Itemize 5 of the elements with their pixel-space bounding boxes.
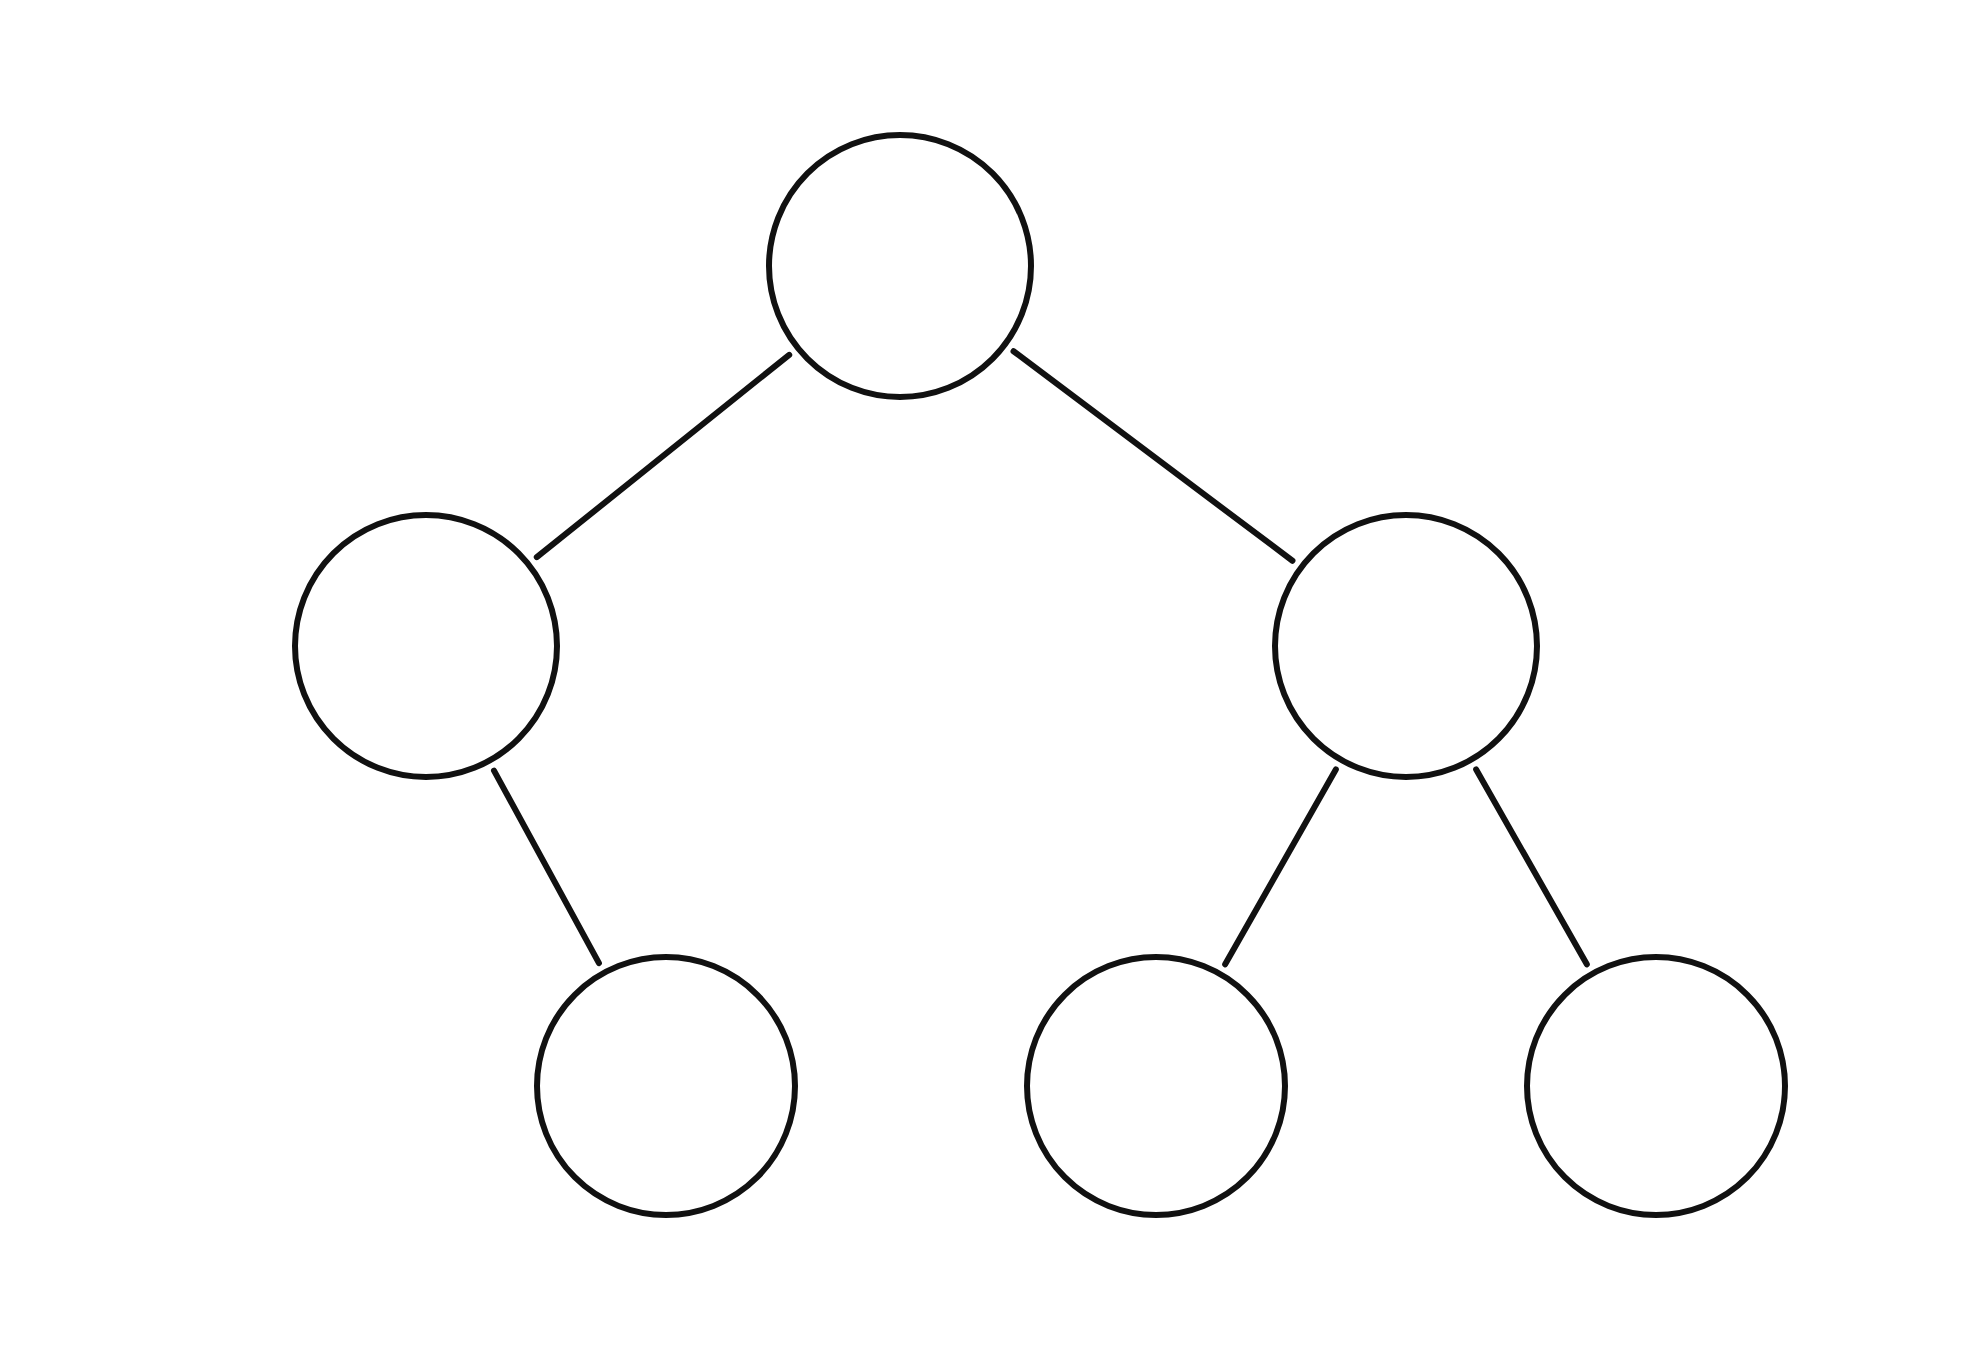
connector-line [1473, 766, 1590, 968]
connector-line [491, 767, 602, 967]
connector-line [533, 351, 793, 561]
connector-line [1010, 348, 1296, 564]
connector-line [1222, 766, 1339, 968]
